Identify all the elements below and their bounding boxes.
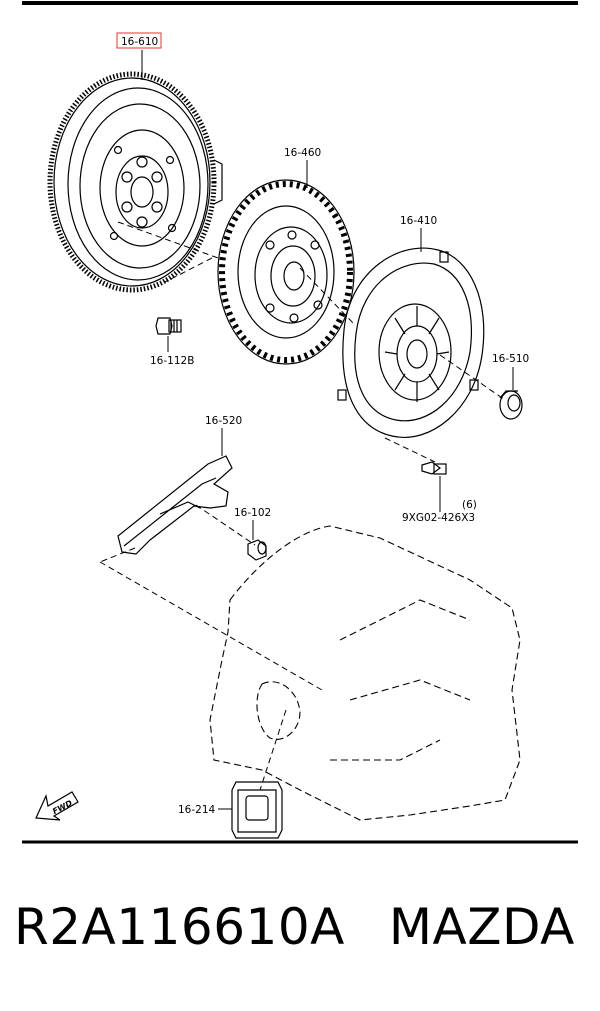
label-flywheel-bolt: 16-112B — [150, 355, 194, 367]
label-bolt-qty: (6) — [462, 499, 477, 511]
label-cover-bolt: 9XG02-426X3 — [402, 512, 475, 524]
label-pivot-pin: 16-102 — [234, 507, 271, 519]
brand-name: MAZDA — [388, 898, 575, 956]
clutch-exploded-diagram: 16-610 16-460 16-410 — [22, 1, 578, 844]
flywheel-highlight-box — [116, 32, 162, 49]
transmission-housing — [209, 525, 521, 821]
pivot-pin — [247, 539, 267, 561]
boot — [231, 781, 283, 839]
release-bearing — [499, 390, 523, 420]
flywheel-bolt — [155, 317, 182, 335]
fwd-label: FWD — [51, 798, 74, 816]
part-number: R2A116610A — [14, 898, 345, 956]
flywheel — [47, 71, 223, 293]
pressure-plate — [337, 247, 485, 438]
cover-bolt — [421, 461, 447, 475]
label-release-fork: 16-520 — [205, 415, 242, 427]
release-fork — [117, 455, 233, 555]
label-clutch-disc: 16-460 — [284, 147, 321, 159]
assembly-lines — [99, 221, 506, 791]
label-flywheel: 16-610 — [121, 36, 158, 48]
label-boot: 16-214 — [178, 804, 216, 816]
clutch-disc — [217, 179, 355, 365]
label-release-bearing: 16-510 — [492, 353, 529, 365]
part-caption: R2A116610A MAZDA — [14, 898, 594, 978]
label-pressure-plate: 16-410 — [400, 215, 437, 227]
fwd-arrow-icon — [35, 791, 79, 821]
